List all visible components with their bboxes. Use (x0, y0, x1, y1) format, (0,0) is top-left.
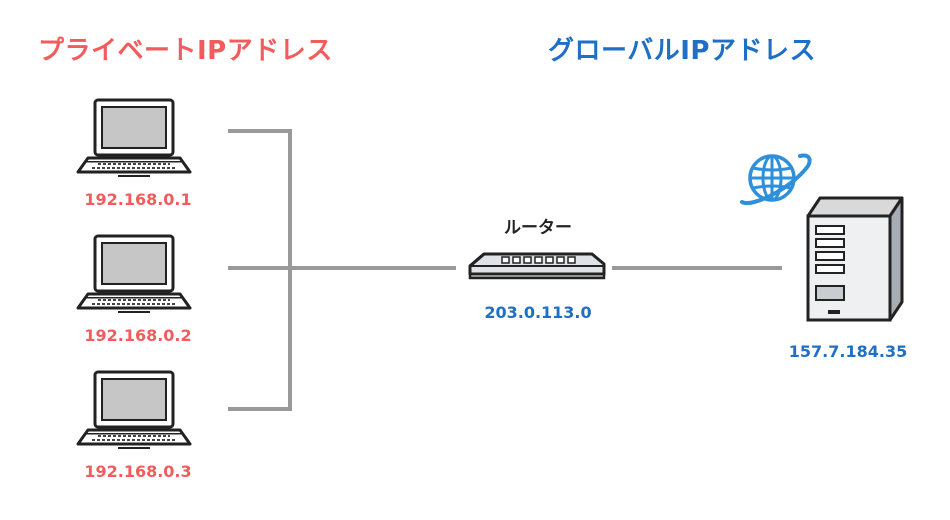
router-label: ルーター (504, 218, 572, 238)
laptop-icon (76, 98, 192, 177)
server-ip: 157.7.184.35 (788, 342, 908, 361)
global-ip-heading: グローバルIPアドレス (548, 36, 816, 66)
laptop-3-ip: 192.168.0.3 (84, 462, 192, 481)
router-ip: 203.0.113.0 (484, 303, 592, 322)
connection-lines (228, 129, 782, 411)
globe-icon (740, 153, 812, 206)
laptop-icon (76, 370, 192, 449)
server-icon (806, 196, 904, 322)
laptop-icon (76, 234, 192, 313)
laptop-2-ip: 192.168.0.2 (84, 326, 192, 345)
laptop-1-ip: 192.168.0.1 (84, 190, 192, 209)
router-icon (468, 252, 606, 280)
private-ip-heading: プライベートIPアドレス (38, 36, 333, 66)
